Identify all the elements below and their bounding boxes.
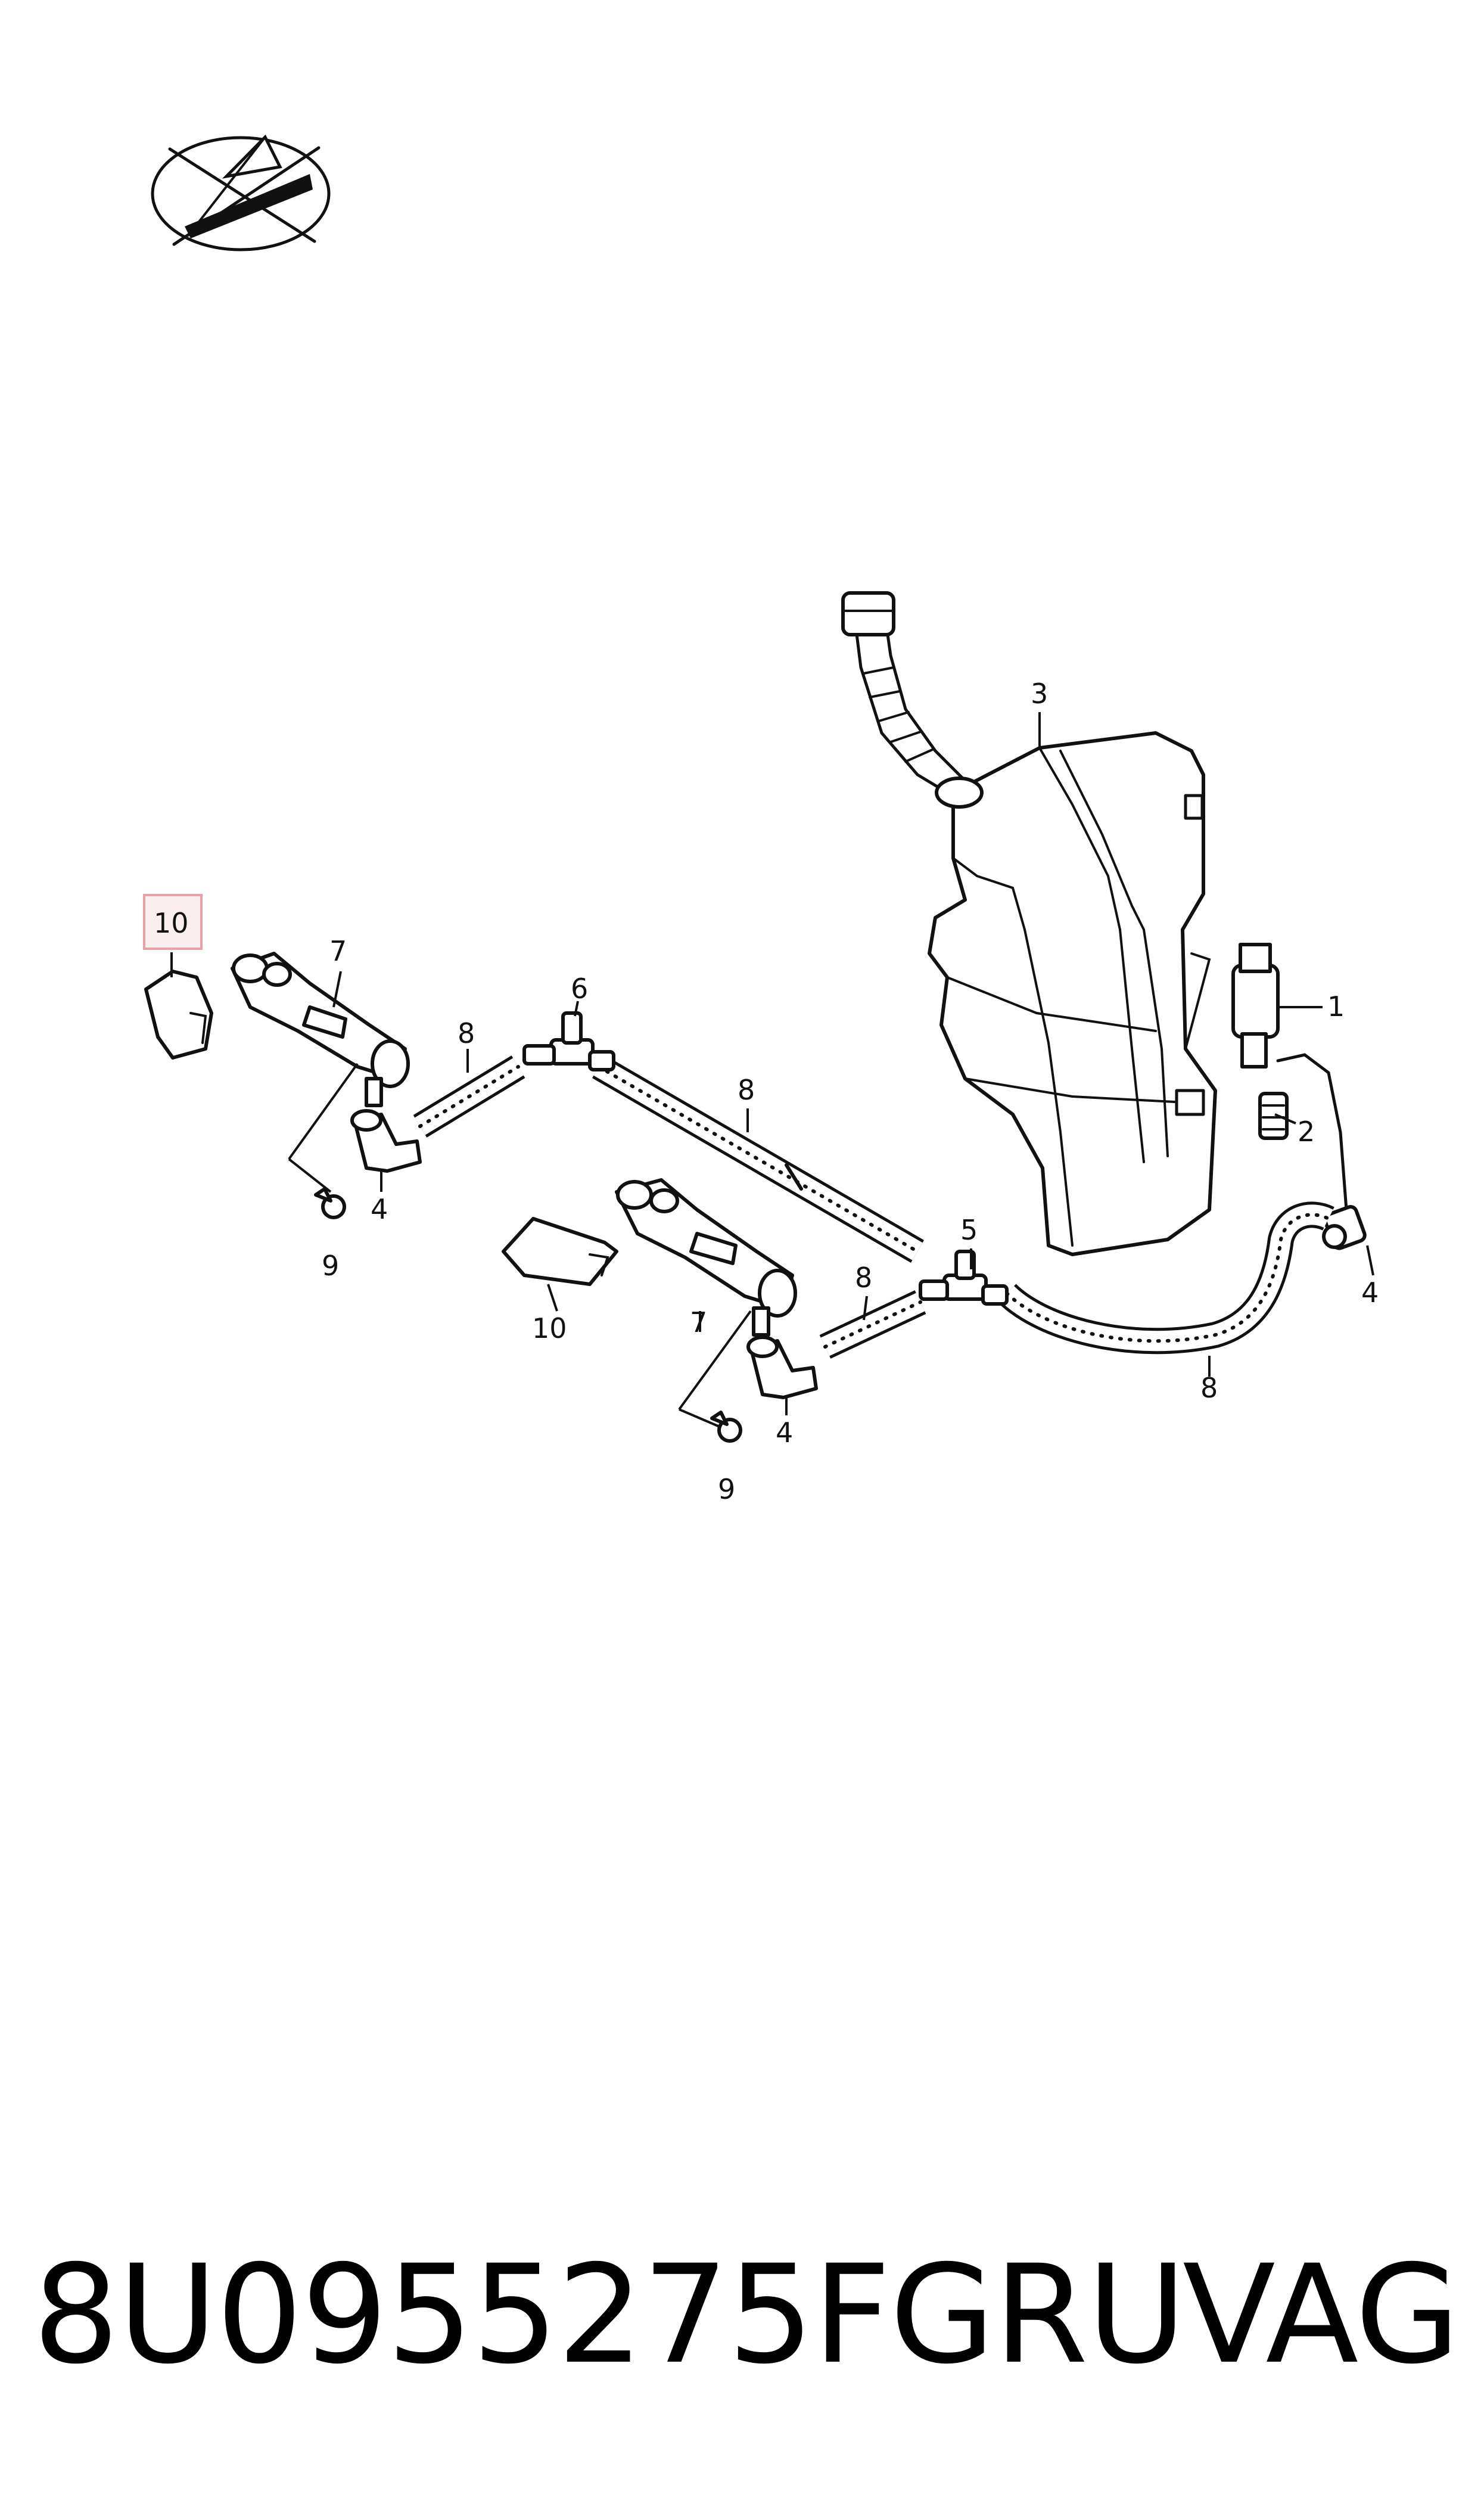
screw-upper [314,1187,346,1219]
callout-8-center[interactable]: 8 [738,1074,755,1106]
callout-10-highlighted[interactable]: 10 [154,907,189,939]
callout-2[interactable]: 2 [1298,1116,1315,1148]
callout-6[interactable]: 6 [571,973,588,1005]
callout-7-upper[interactable]: 7 [329,935,347,967]
brand-name: VAG [1183,2235,1460,2394]
hose-left-upper [413,1055,525,1138]
hose-left-lower [819,1290,926,1359]
highlight-box [143,894,203,950]
part-number: 8U0955275FGRU [33,2235,1186,2394]
washer-fluid-reservoir [841,591,1217,1256]
callout-9-upper[interactable]: 9 [322,1250,339,1282]
t-piece-upper [522,1011,615,1071]
cover-cap-upper [144,970,213,1060]
callout-4-lower[interactable]: 4 [776,1417,793,1449]
washer-nozzle-lower [615,1178,797,1337]
t-piece-lower [919,1250,1009,1306]
callout-8-upper-left[interactable]: 8 [458,1017,475,1049]
callout-8-right[interactable]: 8 [1200,1372,1218,1404]
leader-lines [170,712,1374,1428]
callout-5[interactable]: 5 [960,1214,978,1246]
screw-lower [710,1411,742,1443]
callout-8-lower[interactable]: 8 [855,1262,872,1294]
hose-long-center [592,1055,925,1263]
elbow-connector-left-lower [746,1335,818,1399]
callout-3[interactable]: 3 [1031,678,1048,710]
hose-right [997,1201,1334,1355]
callout-labels: 1 2 3 4 4 4 5 6 7 7 8 8 8 8 9 9 10 10 [154,678,1379,1505]
callout-1[interactable]: 1 [1327,990,1345,1023]
callout-10-lower[interactable]: 10 [532,1312,567,1344]
washer-nozzle-upper [231,952,410,1107]
washer-pump [1231,943,1348,1212]
callout-4-right[interactable]: 4 [1361,1276,1379,1309]
elbow-connector-right [1322,1205,1367,1250]
callout-4-upper[interactable]: 4 [371,1193,388,1225]
cover-cap-lower [502,1217,618,1286]
callout-9-lower[interactable]: 9 [718,1473,735,1505]
callout-7-lower[interactable]: 7 [690,1306,707,1338]
vw-logo-emblem [151,134,331,251]
elbow-connector-left-upper [350,1109,422,1173]
